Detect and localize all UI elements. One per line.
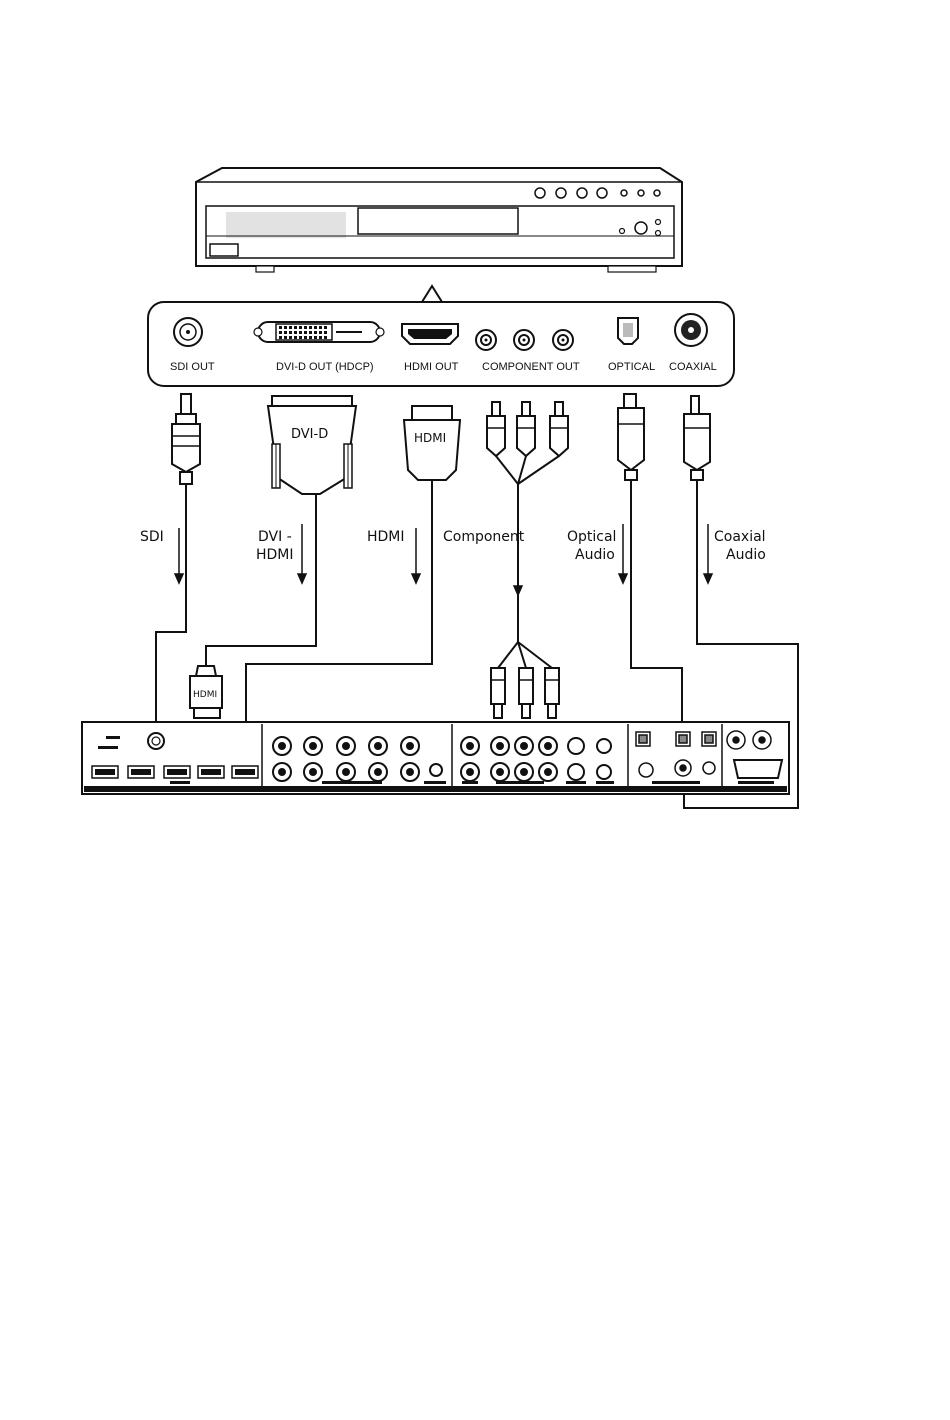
component-plugs — [487, 402, 568, 484]
dvd-player — [196, 168, 682, 272]
sdi-plug — [172, 394, 200, 484]
hdmi-plug-label: HDMI — [414, 431, 446, 445]
coaxial-cable-label-1: Coaxial — [714, 529, 766, 545]
hdmi-out-port — [402, 324, 458, 344]
dvi-out-label: DVI-D OUT (HDCP) — [276, 361, 374, 373]
optical-plug — [618, 394, 644, 480]
component-cable-label: Component — [443, 529, 525, 545]
coaxial-label: COAXIAL — [669, 361, 717, 373]
coaxial-cable-label-2: Audio — [726, 547, 766, 563]
sdi-cable-label: SDI — [140, 529, 164, 545]
optical-label: OPTICAL — [608, 361, 655, 373]
coaxial-port — [675, 314, 707, 346]
hdmi-adapter-plug: HDMI — [190, 666, 222, 718]
player-rear-panel: SDI OUT DVI-D OUT (HDCP) HDMI OUT — [148, 302, 734, 386]
dvi-d-plug: DVI-D — [268, 396, 356, 494]
optical-port — [618, 318, 638, 344]
component-out-label: COMPONENT OUT — [482, 361, 580, 373]
dvi-d-plug-label: DVI-D — [291, 427, 328, 442]
hdmi-out-label: HDMI OUT — [404, 361, 459, 373]
sdi-out-port — [174, 318, 202, 346]
coaxial-plug — [684, 396, 710, 480]
sdi-out-label: SDI OUT — [170, 361, 215, 373]
monitor-rear-panel — [82, 722, 789, 794]
dvi-cable-label-1: DVI - — [258, 529, 292, 545]
dvi-out-port — [254, 322, 384, 342]
hdmi-plug: HDMI — [404, 406, 460, 480]
hdmi-adapter-label: HDMI — [193, 690, 217, 700]
optical-cable-label-1: Optical — [567, 529, 616, 545]
component-plugs-lower — [491, 642, 559, 718]
component-out-ports — [476, 330, 573, 350]
optical-cable-label-2: Audio — [575, 547, 615, 563]
dvi-cable-label-2: HDMI — [256, 547, 294, 563]
hdmi-cable-label: HDMI — [367, 529, 405, 545]
monitor-hdmi-ports — [92, 766, 258, 778]
pointer-triangle — [422, 286, 442, 302]
